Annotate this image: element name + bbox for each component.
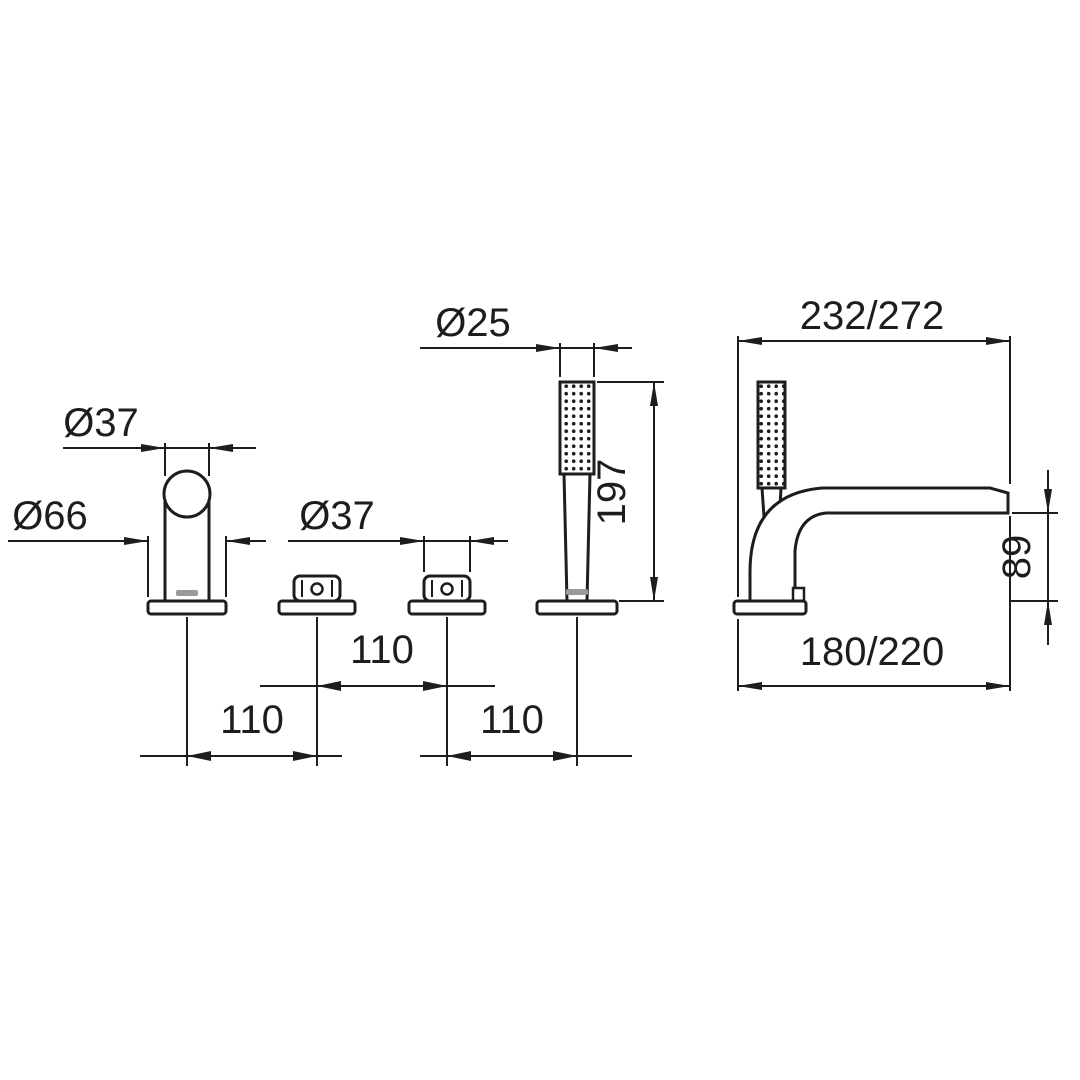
- dim-label-lever-diameter: Ø37: [63, 401, 139, 445]
- dim-lever-diameter: Ø37: [63, 401, 256, 452]
- dim-spacing-left: 110: [140, 698, 342, 761]
- knob-escutcheon: [277, 599, 357, 616]
- front-view: Ø37 Ø66 Ø37 Ø25 197: [8, 301, 664, 766]
- knob-1: [277, 574, 357, 616]
- brand-mark: [566, 589, 588, 595]
- dim-label-spacing-left: 110: [220, 698, 284, 742]
- dim-label-lever-base-diameter: Ø66: [12, 494, 88, 538]
- spout-base-fitting: [791, 586, 806, 603]
- dim-label-handshower-length: 197: [590, 459, 634, 526]
- dim-lever-base-diameter: Ø66: [8, 494, 266, 545]
- dim-label-spacing-center: 110: [350, 628, 414, 672]
- dim-label-spout-top-projection: 232/272: [800, 294, 945, 338]
- brand-mark: [176, 590, 198, 596]
- side-extension-lines: [737, 336, 1058, 691]
- dim-label-spout-bottom-projection: 180/220: [800, 630, 945, 674]
- handshower-handle: [562, 472, 592, 603]
- handshower-head-side: [756, 380, 787, 490]
- spout-escutcheon: [732, 599, 808, 616]
- lever-handle: [146, 469, 228, 616]
- dim-handshower-length: 197: [590, 382, 658, 601]
- dim-spout-bottom-projection: 180/220: [738, 630, 1010, 690]
- lever-knob-top: [162, 469, 212, 519]
- dim-label-spout-outlet-height: 89: [995, 535, 1039, 580]
- handshower-head: [558, 380, 596, 476]
- dim-label-spacing-right: 110: [480, 698, 544, 742]
- knob-center-dot: [440, 582, 454, 596]
- dim-spacing-center: 110: [260, 628, 495, 691]
- spout: [748, 486, 1010, 603]
- handshower-escutcheon: [535, 599, 619, 616]
- dim-spout-outlet-height: 89: [995, 470, 1052, 645]
- handshower-front: [535, 380, 619, 616]
- side-view: 232/272 89 180/220: [732, 294, 1058, 691]
- dim-knob-diameter: Ø37: [288, 494, 508, 545]
- knob-center-dot: [310, 582, 324, 596]
- lever-escutcheon: [146, 599, 228, 616]
- dim-spout-top-projection: 232/272: [738, 294, 1010, 345]
- dim-label-handshower-diameter: Ø25: [435, 301, 511, 345]
- dim-handshower-diameter: Ø25: [420, 301, 632, 352]
- knob-2: [407, 574, 487, 616]
- dim-spacing-right: 110: [420, 698, 632, 761]
- knob-escutcheon: [407, 599, 487, 616]
- dim-label-knob-diameter: Ø37: [299, 494, 375, 538]
